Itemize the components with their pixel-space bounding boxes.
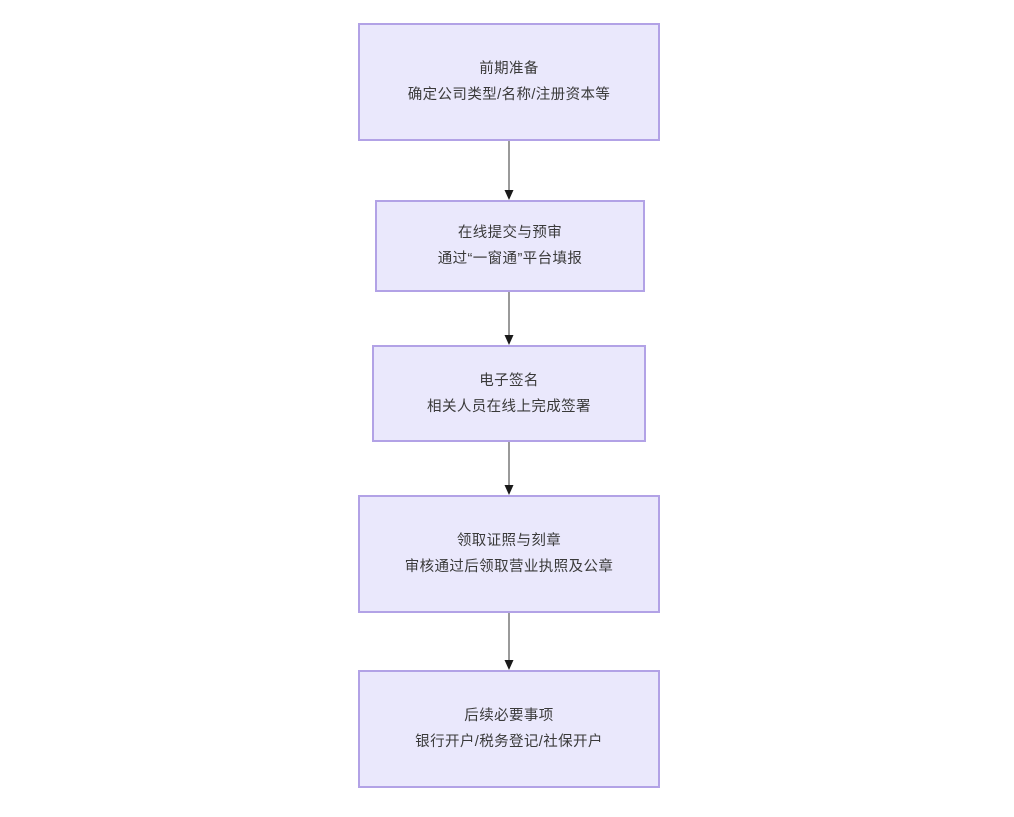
flow-node-description: 审核通过后领取营业执照及公章 (404, 559, 614, 575)
flow-node-description: 银行开户/税务登记/社保开户 (415, 734, 603, 750)
flow-node-preliminary-preparation[interactable]: 前期准备 确定公司类型/名称/注册资本等 (358, 23, 660, 141)
arrowhead-icon (504, 190, 514, 200)
flow-connector-arrow (504, 292, 514, 345)
flow-node-title: 电子签名 (479, 372, 539, 389)
flow-node-description: 相关人员在线上完成签署 (427, 398, 591, 415)
arrowhead-icon (504, 660, 514, 670)
flow-node-description: 确定公司类型/名称/注册资本等 (407, 87, 611, 103)
arrowhead-icon (504, 335, 514, 345)
flow-node-title: 后续必要事项 (464, 708, 554, 724)
flow-node-title: 前期准备 (479, 61, 539, 77)
flow-connector-arrow (504, 442, 514, 495)
flow-node-title: 在线提交与预审 (457, 225, 563, 241)
flow-node-description: 通过“一窗通”平台填报 (437, 251, 583, 267)
flow-node-title: 领取证照与刻章 (456, 533, 562, 549)
flow-node-follow-up-required-items[interactable]: 后续必要事项 银行开户/税务登记/社保开户 (358, 670, 660, 788)
flow-node-online-submission-prereview[interactable]: 在线提交与预审 通过“一窗通”平台填报 (375, 200, 645, 292)
flow-connector-arrow (504, 141, 514, 200)
flow-connector-arrow (504, 613, 514, 670)
arrowhead-icon (504, 485, 514, 495)
flow-node-collect-license-and-seal[interactable]: 领取证照与刻章 审核通过后领取营业执照及公章 (358, 495, 660, 613)
flow-node-electronic-signature[interactable]: 电子签名 相关人员在线上完成签署 (372, 345, 646, 442)
